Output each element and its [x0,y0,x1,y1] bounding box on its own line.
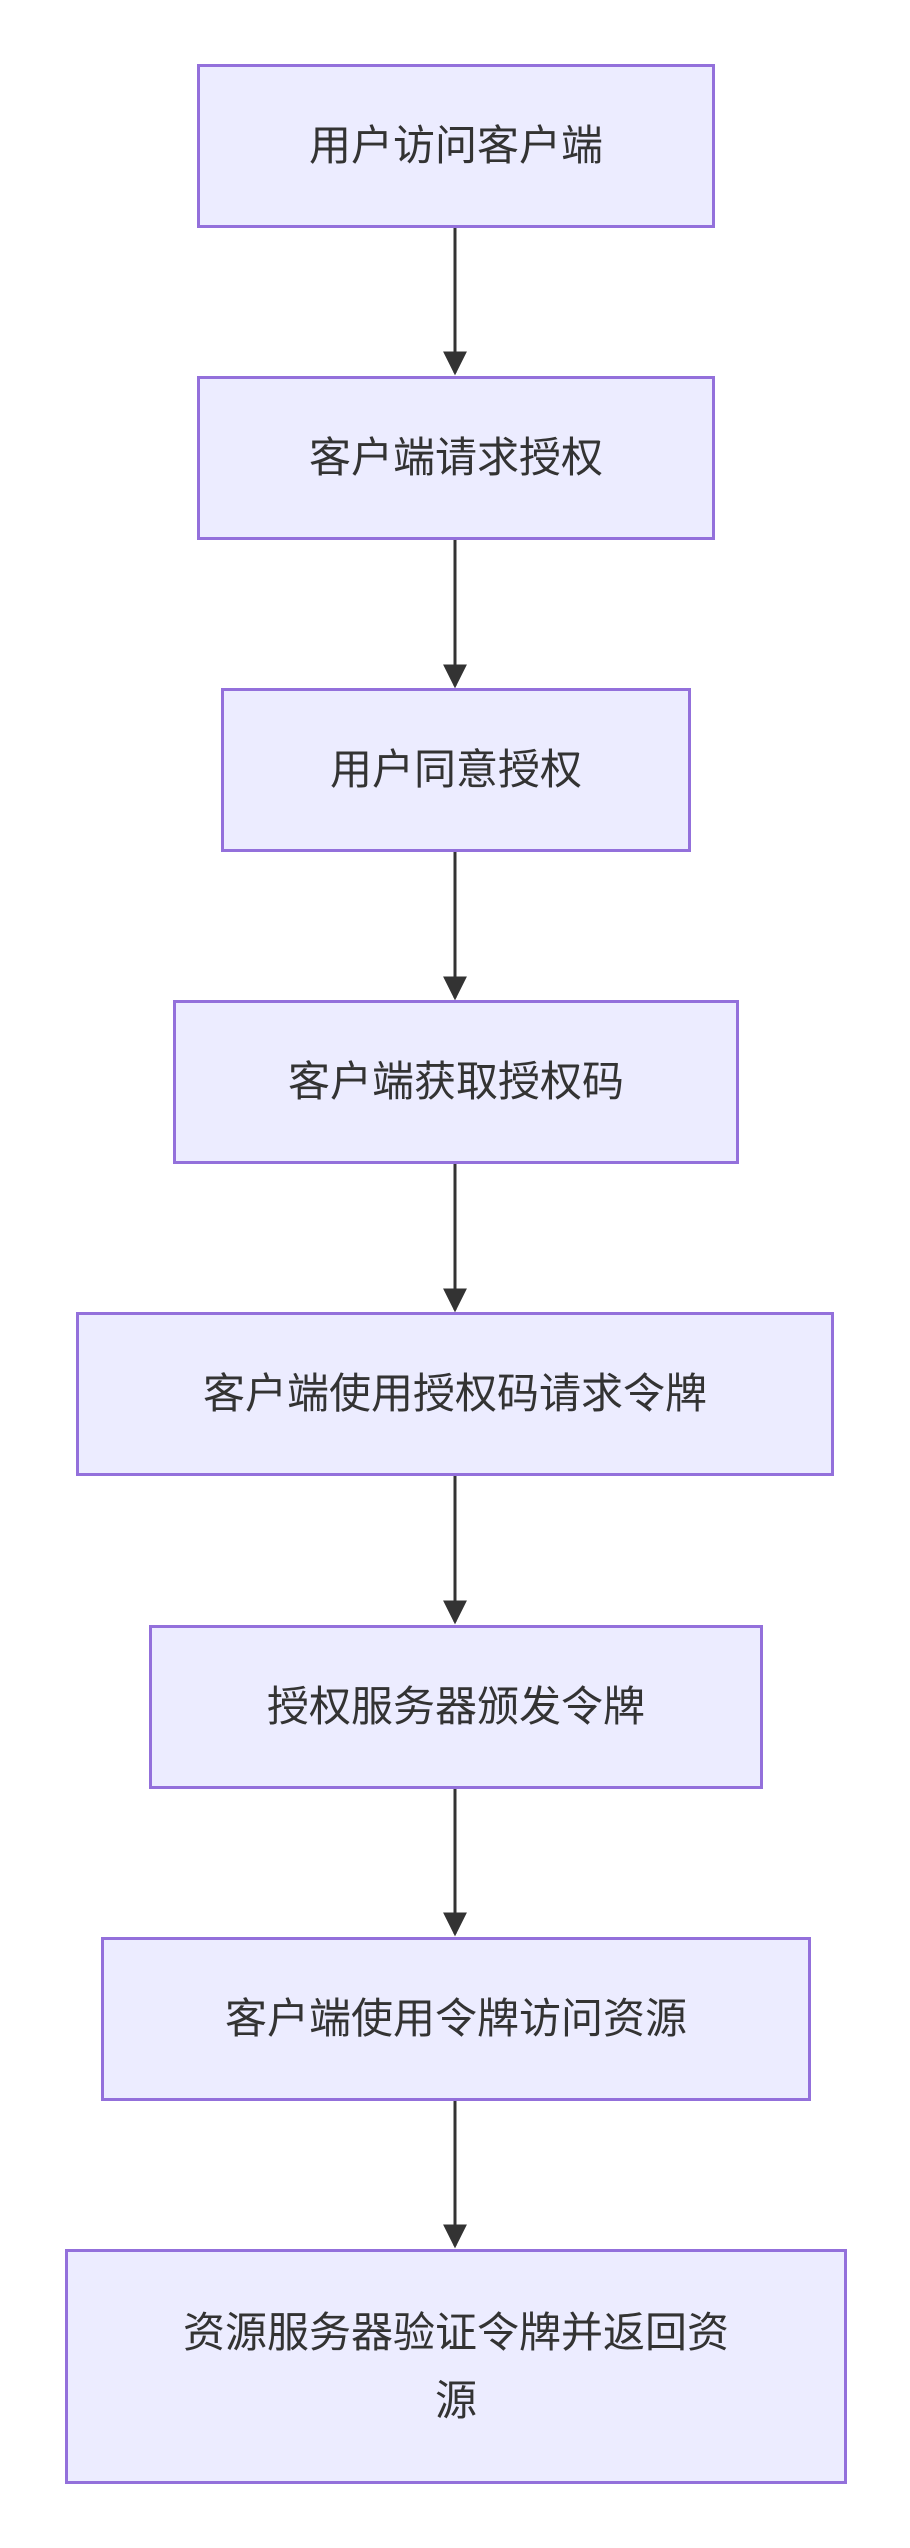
node-user-visits-client: 用户访问客户端 [197,64,715,228]
node-client-accesses-resource: 客户端使用令牌访问资源 [101,1937,811,2101]
node-client-requests-auth: 客户端请求授权 [197,376,715,540]
node-client-gets-code: 客户端获取授权码 [173,1000,739,1164]
node-client-exchanges-code: 客户端使用授权码请求令牌 [76,1312,834,1476]
node-resource-server-validates: 资源服务器验证令牌并返回资源 [65,2249,847,2484]
node-user-consents: 用户同意授权 [221,688,691,852]
node-auth-server-issues-token: 授权服务器颁发令牌 [149,1625,763,1789]
